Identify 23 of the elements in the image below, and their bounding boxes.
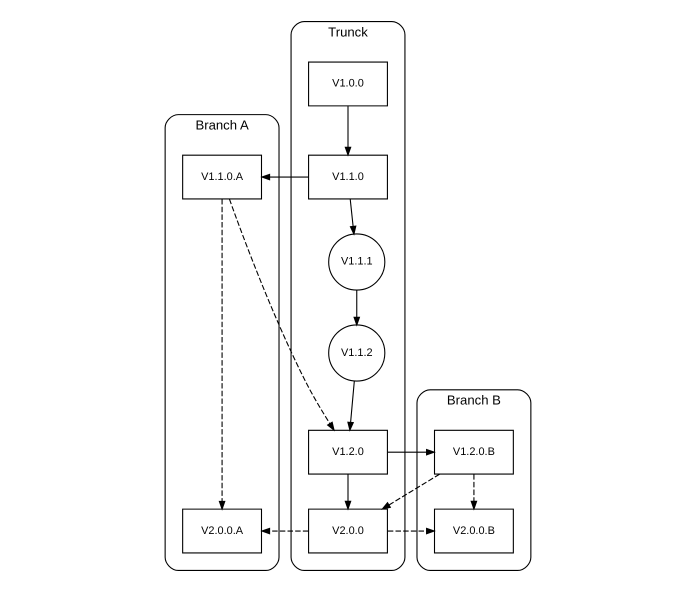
node-box: V2.0.0 [308,508,388,554]
node-circle: V1.1.1 [328,233,385,291]
node-box: V1.1.0 [308,154,388,200]
node-box: V1.0.0 [308,62,388,106]
node-box: V2.0.0.B [433,508,514,554]
arrow [352,290,360,327]
node-box: V1.2.0 [308,430,388,475]
arrow [260,174,308,180]
arrow [387,448,436,456]
arrow [470,474,477,511]
arrow [387,528,436,534]
arrow [380,474,440,510]
arrow [260,528,308,534]
node-box: V1.1.0.A [182,154,262,200]
arrow [228,198,334,432]
node-circle: V1.1.2 [328,324,385,382]
node-box: V1.2.0.B [433,430,514,475]
arrow [349,198,356,236]
arrow [344,106,351,157]
arrow [344,474,351,511]
node-box: V2.0.0.A [182,508,262,554]
arrow [218,199,226,511]
arrow [346,381,354,432]
